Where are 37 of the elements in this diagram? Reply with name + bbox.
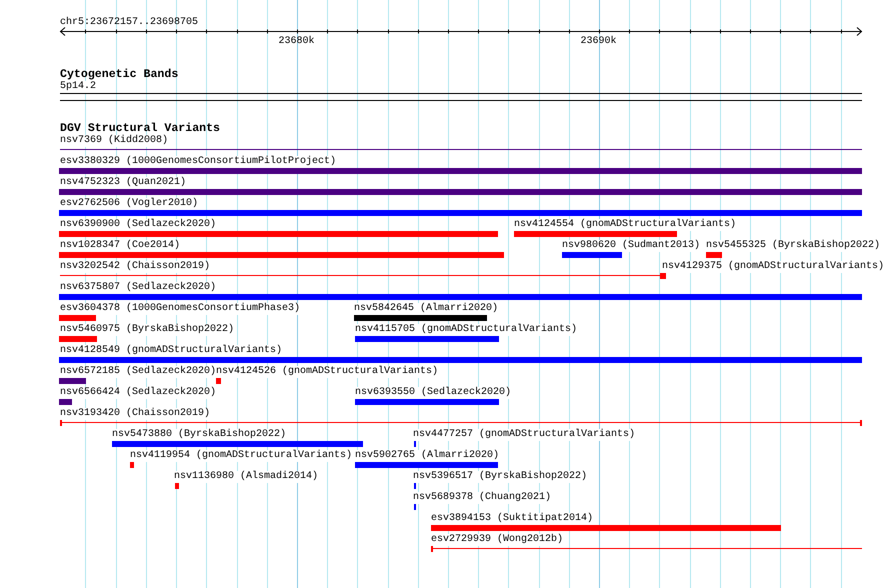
tick-label: 23680k	[278, 36, 315, 48]
variant-label: nsv4115705 (gnomADStructuralVariants)	[355, 324, 578, 336]
variant-label: nsv4119954 (gnomADStructuralVariants)	[130, 450, 352, 462]
tick-label: 23690k	[580, 36, 617, 48]
variant-label: nsv5473880 (ByrskaBishop2022)	[112, 429, 286, 441]
variant-label: nsv4129375 (gnomADStructuralVariants)	[662, 261, 884, 273]
variant-label: nsv3202542 (Chaisson2019)	[60, 261, 210, 273]
variant-label: nsv6572185 (Sedlazeck2020)	[60, 366, 216, 378]
variant-label: nsv6566424 (Sedlazeck2020)	[60, 387, 216, 399]
variant-label: esv3604378 (1000GenomesConsortiumPhase3)	[60, 303, 300, 315]
variant-label: nsv6393550 (Sedlazeck2020)	[355, 387, 512, 399]
variant-label: nsv980620 (Sudmant2013)	[562, 240, 700, 252]
variant-label: nsv5902765 (Almarri2020)	[355, 450, 500, 462]
variant-label: nsv3193420 (Chaisson2019)	[60, 408, 210, 420]
variant-label: nsv5396517 (ByrskaBishop2022)	[413, 471, 588, 483]
variant-label: nsv1028347 (Coe2014)	[60, 240, 180, 252]
variant-label: esv2729939 (Wong2012b)	[431, 534, 564, 546]
variant-label: nsv5842645 (Almarri2020)	[354, 303, 498, 315]
track-title: Cytogenetic Bands	[60, 68, 178, 81]
locus-label: chr5:23672157..23698705	[60, 16, 198, 28]
variant-label: nsv4124554 (gnomADStructuralVariants)	[514, 219, 736, 231]
variant-label: nsv5460975 (ByrskaBishop2022)	[60, 324, 234, 336]
variant-label: esv3894153 (Suktitipat2014)	[431, 513, 594, 525]
variant-label: nsv4477257 (gnomADStructuralVariants)	[413, 429, 636, 441]
variant-label: esv2762506 (Vogler2010)	[60, 198, 198, 210]
track-title: DGV Structural Variants	[60, 122, 220, 135]
variant-label: nsv5689378 (Chuang2021)	[413, 492, 552, 504]
variant-label: nsv5455325 (ByrskaBishop2022)	[706, 240, 880, 252]
variant-label: nsv4128549 (gnomADStructuralVariants)	[60, 345, 282, 357]
variant-label: nsv1136980 (Alsmadi2014)	[174, 471, 318, 483]
variant-label: nsv4752323 (Quan2021)	[60, 177, 186, 189]
band-label: 5p14.2	[60, 81, 96, 93]
variant-label: nsv4124526 (gnomADStructuralVariants)	[216, 366, 438, 378]
variant-label: esv3380329 (1000GenomesConsortiumPilotProject)	[60, 156, 336, 168]
variant-label: nsv7369 (Kidd2008)	[60, 135, 168, 147]
variant-label: nsv6375807 (Sedlazeck2020)	[60, 282, 216, 294]
variant-label: nsv6390900 (Sedlazeck2020)	[60, 219, 216, 231]
